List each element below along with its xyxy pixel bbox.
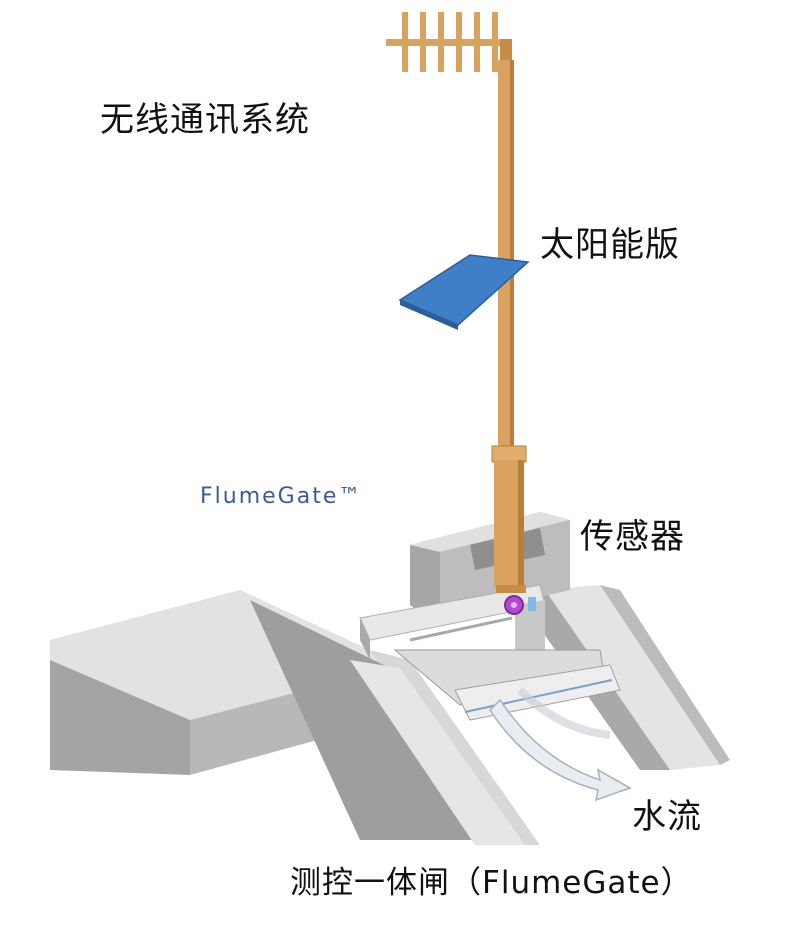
antenna [386,12,512,72]
sensor-unit [504,595,536,615]
diagram-caption: 测控一体闸（FlumeGate） [290,865,693,901]
left-channel-wall [50,590,540,845]
brand-label: FlumeGate™ [200,484,363,509]
wireless-communication-label: 无线通讯系统 [100,100,310,140]
mast-pole [491,60,527,593]
solar-panel [398,254,530,330]
water-flow-arrow [489,687,632,802]
sensor-label: 传感器 [580,517,685,557]
solar-panel-label: 太阳能版 [540,225,680,265]
water-flow-label: 水流 [632,797,702,837]
